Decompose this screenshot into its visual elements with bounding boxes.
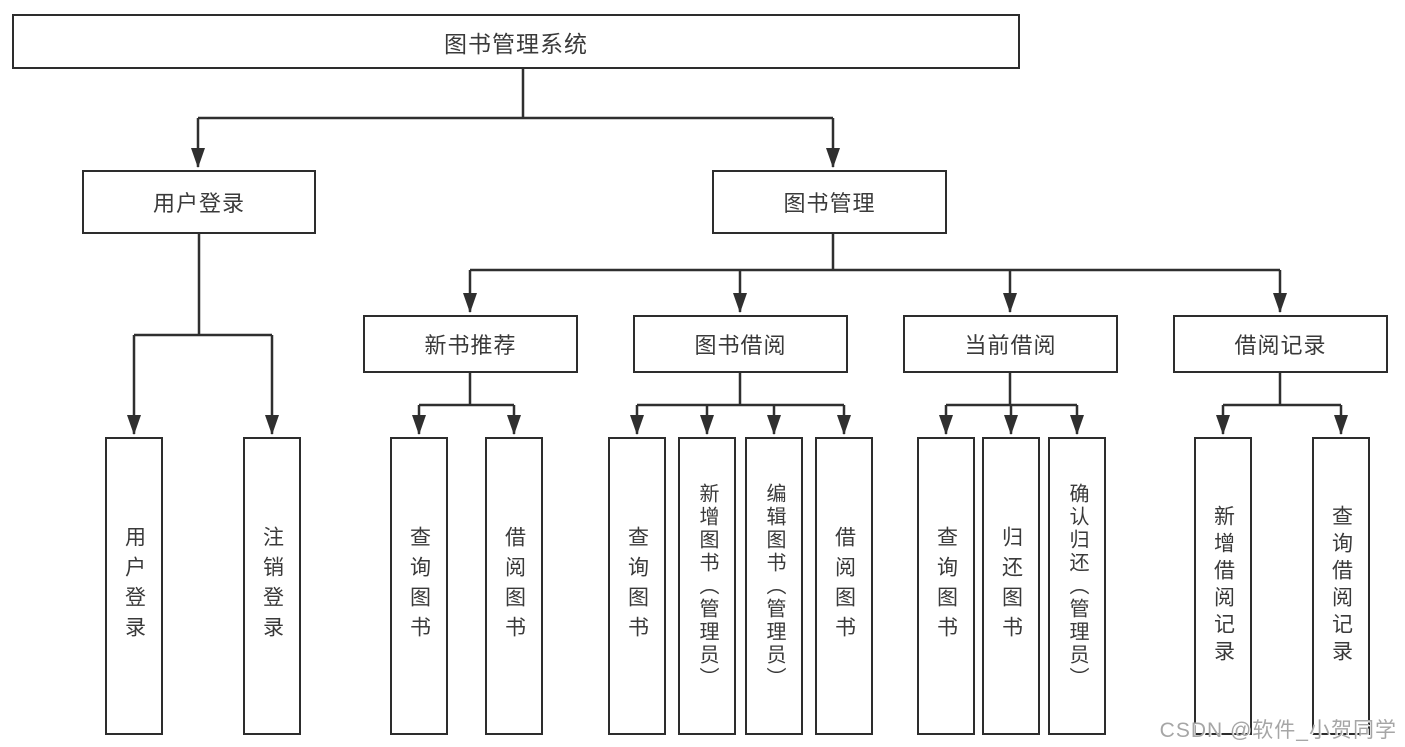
node-new-book-recommend: 新书推荐 [363,315,578,373]
node-root-system: 图书管理系统 [12,14,1020,69]
leaf-borrow-add-books-admin: 新增图书（管理员） [678,437,736,735]
leaf-record-query-borrow-record: 查询借阅记录 [1312,437,1370,735]
node-current-borrow: 当前借阅 [903,315,1118,373]
node-user-login: 用户登录 [82,170,316,234]
node-book-borrow: 图书借阅 [633,315,848,373]
leaf-recommend-borrow-books: 借阅图书 [485,437,543,735]
leaf-current-return-books: 归还图书 [982,437,1040,735]
leaf-user-login: 用户登录 [105,437,163,735]
leaf-borrow-query-books: 查询图书 [608,437,666,735]
leaf-record-add-borrow-record: 新增借阅记录 [1194,437,1252,735]
leaf-borrow-borrow-books: 借阅图书 [815,437,873,735]
leaf-recommend-query-books: 查询图书 [390,437,448,735]
leaf-current-confirm-return-admin: 确认归还（管理员） [1048,437,1106,735]
node-borrow-record: 借阅记录 [1173,315,1388,373]
leaf-current-query-books: 查询图书 [917,437,975,735]
leaf-logout: 注销登录 [243,437,301,735]
leaf-borrow-edit-books-admin: 编辑图书（管理员） [745,437,803,735]
csdn-watermark: CSDN @软件_小贺同学 [1159,719,1397,742]
node-book-management: 图书管理 [712,170,947,234]
